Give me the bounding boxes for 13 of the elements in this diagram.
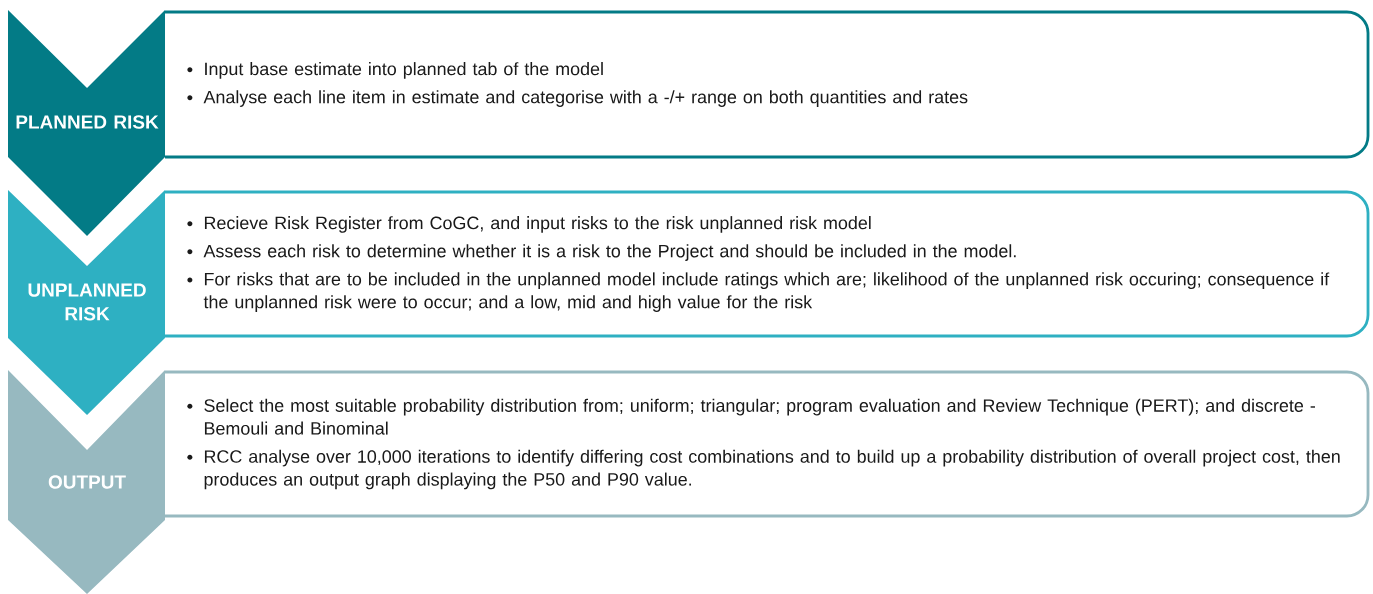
text-panel xyxy=(165,10,1370,159)
bullet-point: Recieve Risk Register from CoGC, and input risks to the risk unplanned risk model xyxy=(204,216,871,233)
bullet-point: Select the most suitable probability distribution from; uniform; triangular; program evaluation and Review Technique (PERT); and discrete - Bemouli and Binominal xyxy=(204,398,1315,435)
chevron-step: UNPLANNED RISK xyxy=(8,190,165,415)
bullet-point: Input base estimate into planned tab of the model xyxy=(205,62,603,79)
bullet-point: Analyse each line item in estimate and categorise with a -/+ range on both quantities and rates xyxy=(203,90,968,107)
chevron-step: PLANNED RISK xyxy=(8,10,165,236)
bullet-point: RCC analyse over 10,000 iterations to identify differing cost combinations and to build up a probability distribution of overall project cost, then produces an output graph displaying the P50 and P90 value. xyxy=(204,449,1340,490)
text-panel xyxy=(165,370,1370,518)
bullet-point: For risks that are to be included in the unplanned model include ratings which are; likelihood of the unplanned risk occuring; consequence if the unplanned risk were to occur; and a low, mid and high value for the risk xyxy=(203,272,1330,312)
text-panel xyxy=(165,190,1370,338)
chevron-step: OUTPUT xyxy=(8,370,165,594)
bullet-point: Assess each risk to determine whether it is a risk to the Project and should be included in the model. xyxy=(203,244,1016,261)
